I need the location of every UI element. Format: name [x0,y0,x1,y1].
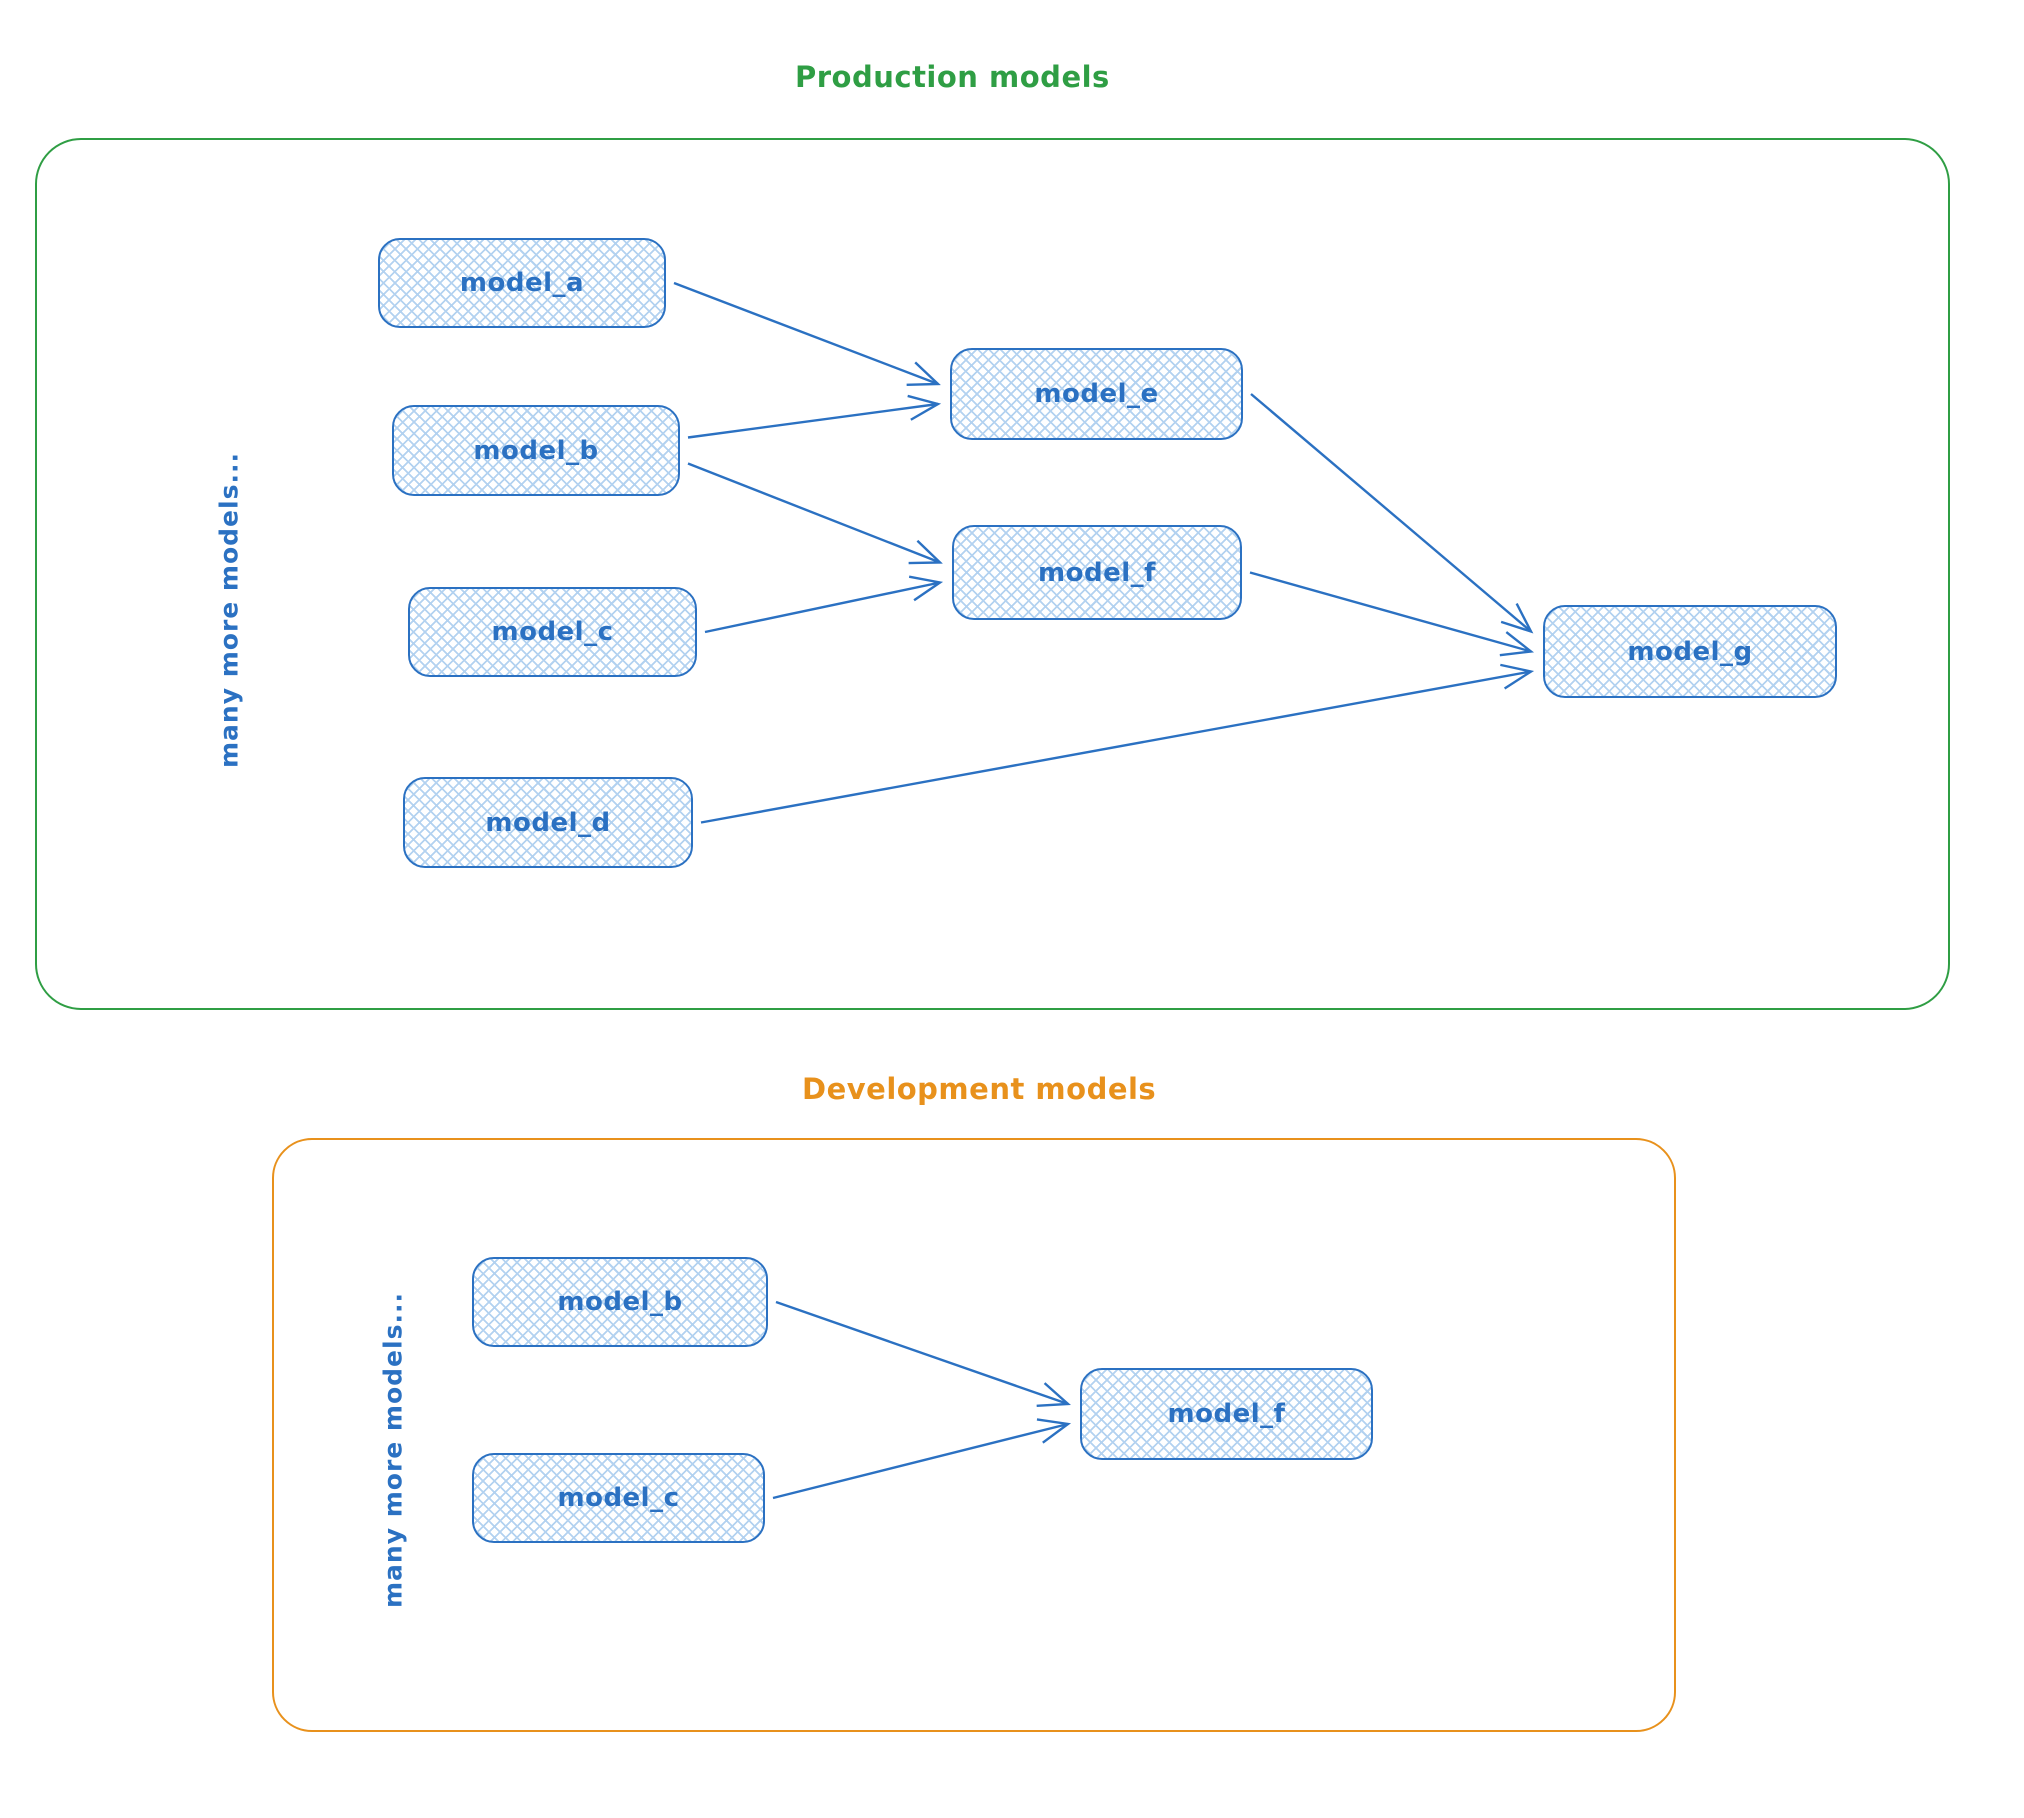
node-model-a-production: model_a [378,238,666,328]
node-model-f-development: model_f [1080,1368,1373,1460]
node-model-d-production: model_d [403,777,693,868]
development-container [272,1138,1676,1732]
production-side-note: many more models... [214,452,244,768]
node-model-b-production: model_b [392,405,680,496]
node-model-c-development: model_c [472,1453,765,1543]
node-model-f-production: model_f [952,525,1242,620]
development-section-title: Development models [802,1072,1157,1106]
production-section-title: Production models [795,60,1110,94]
production-container [35,138,1950,1010]
development-side-note: many more models... [378,1292,408,1609]
node-model-b-development: model_b [472,1257,768,1347]
node-model-g-production: model_g [1543,605,1837,698]
node-model-c-production: model_c [408,587,697,677]
node-model-e-production: model_e [950,348,1243,440]
